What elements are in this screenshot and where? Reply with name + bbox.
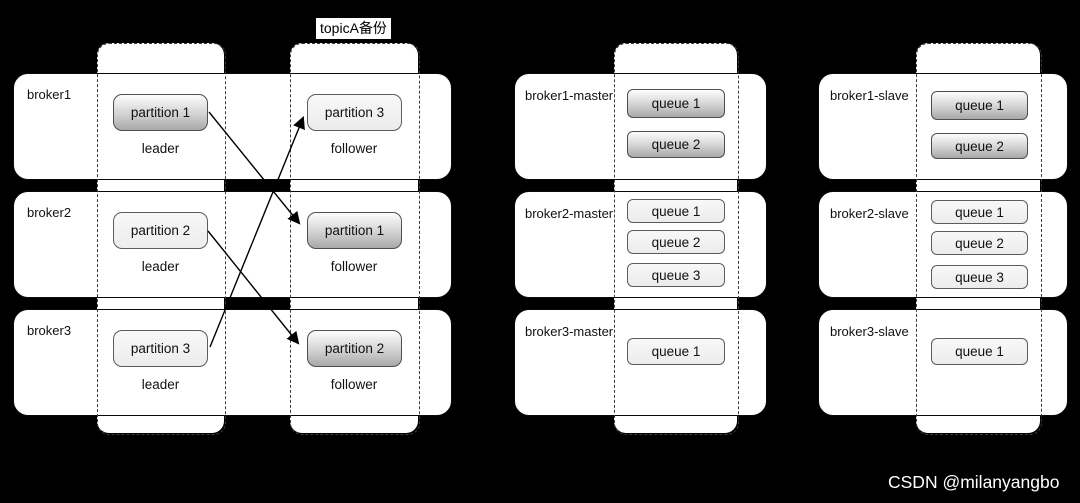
queue-node-slave2-q3: queue 3 bbox=[931, 265, 1028, 289]
broker2-slave-label: broker2-slave bbox=[830, 206, 909, 221]
queue-node-master2-q1: queue 1 bbox=[627, 199, 725, 223]
broker1-slave-label: broker1-slave bbox=[830, 88, 909, 103]
partition-node-broker2-leader: partition 2 bbox=[113, 212, 208, 249]
partition-node-broker1-follower: partition 3 bbox=[307, 94, 402, 131]
partition-node-broker2-follower: partition 1 bbox=[307, 212, 402, 249]
queue-node-slave2-q1: queue 1 bbox=[931, 200, 1028, 224]
broker1-slave-box bbox=[818, 73, 1068, 180]
broker2-label: broker2 bbox=[27, 205, 72, 220]
broker2-master-label: broker2-master bbox=[525, 206, 614, 221]
broker3-master-label: broker3-master bbox=[525, 324, 614, 339]
csdn-watermark: CSDN @milanyangbo bbox=[888, 472, 1060, 492]
leader-role-label-broker3: leader bbox=[141, 377, 180, 392]
topic-backup-label: topicA备份 bbox=[316, 18, 391, 39]
partition-node-broker3-leader: partition 3 bbox=[113, 330, 208, 367]
broker3-label: broker3 bbox=[27, 323, 72, 338]
follower-role-label-broker3: follower bbox=[330, 377, 378, 392]
queue-node-master3-q1: queue 1 bbox=[627, 338, 725, 365]
queue-node-slave1-q2: queue 2 bbox=[931, 133, 1028, 159]
queue-node-slave3-q1: queue 1 bbox=[931, 338, 1028, 365]
queue-node-slave2-q2: queue 2 bbox=[931, 231, 1028, 255]
queue-node-master1-q1: queue 1 bbox=[627, 89, 725, 118]
leader-role-label-broker2: leader bbox=[141, 259, 180, 274]
leader-role-label-broker1: leader bbox=[141, 141, 180, 156]
follower-role-label-broker2: follower bbox=[330, 259, 378, 274]
queue-node-slave1-q1: queue 1 bbox=[931, 91, 1028, 120]
queue-node-master1-q2: queue 2 bbox=[627, 131, 725, 158]
partition-node-broker3-follower: partition 2 bbox=[307, 330, 402, 367]
broker1-label: broker1 bbox=[27, 87, 72, 102]
broker3-slave-label: broker3-slave bbox=[830, 324, 909, 339]
follower-role-label-broker1: follower bbox=[330, 141, 378, 156]
queue-node-master2-q2: queue 2 bbox=[627, 230, 725, 254]
broker1-master-label: broker1-master bbox=[525, 88, 614, 103]
queue-node-master2-q3: queue 3 bbox=[627, 263, 725, 287]
partition-node-broker1-leader: partition 1 bbox=[113, 94, 208, 131]
